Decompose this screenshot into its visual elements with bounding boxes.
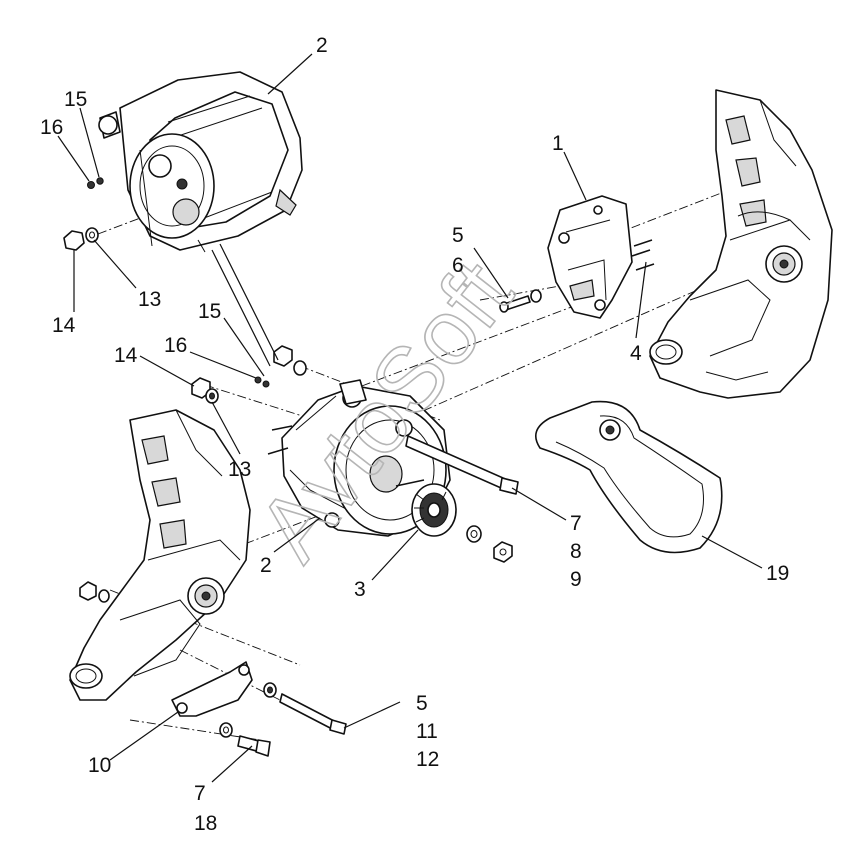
callout-15-upper: 15 <box>64 88 87 111</box>
lower-bracket <box>171 661 347 757</box>
callout-1: 1 <box>552 132 564 155</box>
callout-15-middle: 15 <box>198 300 221 323</box>
callout-5-upper: 5 <box>452 224 464 247</box>
callout-10: 10 <box>88 754 111 777</box>
callout-16-middle: 16 <box>164 334 187 357</box>
callout-11: 11 <box>416 720 438 743</box>
engine-block-left <box>69 409 251 701</box>
mounting-bracket <box>499 195 655 319</box>
engine-block-right <box>649 89 833 399</box>
callout-19: 19 <box>766 562 789 585</box>
callout-18: 18 <box>194 812 217 835</box>
callout-16-upper: 16 <box>40 116 63 139</box>
drive-belt <box>534 400 723 554</box>
callout-4: 4 <box>630 342 642 365</box>
callout-13-middle: 13 <box>228 458 251 481</box>
callout-2-upper: 2 <box>316 34 328 57</box>
middle-hardware <box>191 345 307 404</box>
callout-7-middle: 7 <box>570 512 582 535</box>
callout-7-lower: 7 <box>194 782 206 805</box>
callout-12: 12 <box>416 748 439 771</box>
callout-labels: 2 15 16 13 14 1 5 6 4 15 16 14 13 7 8 9 … <box>40 34 789 835</box>
callout-9: 9 <box>570 568 582 591</box>
callout-14-upper: 14 <box>52 314 76 337</box>
callout-14-middle: 14 <box>114 344 138 367</box>
callout-3: 3 <box>354 578 366 601</box>
leader-lines <box>57 53 763 783</box>
upper-hardware <box>63 177 104 251</box>
alternator-upper <box>98 71 303 253</box>
callout-13-upper: 13 <box>138 288 161 311</box>
callout-6: 6 <box>452 254 464 277</box>
pulley <box>411 483 513 563</box>
callout-8: 8 <box>570 540 582 563</box>
callout-5-lower: 5 <box>416 692 428 715</box>
callout-2-middle: 2 <box>260 554 272 577</box>
